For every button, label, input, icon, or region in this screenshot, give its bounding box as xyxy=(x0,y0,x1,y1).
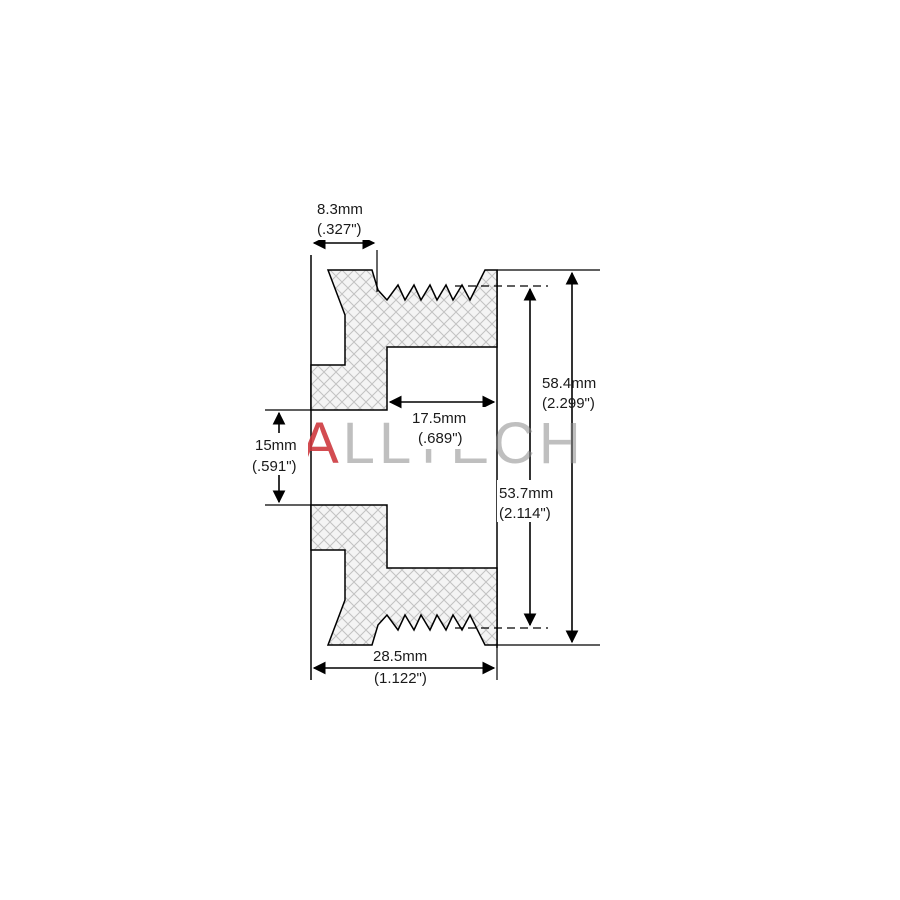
upper-section xyxy=(310,269,498,411)
groove-lines xyxy=(455,285,548,629)
extension-lines xyxy=(265,250,600,680)
bore-inch: (.591") xyxy=(252,458,297,475)
groove-diameter-mm: 53.7mm xyxy=(499,485,553,502)
hub-width-inch: (.327") xyxy=(317,221,362,238)
dimension-arrows xyxy=(272,236,579,675)
dimension-labels: 8.3mm (.327") 15mm (.591") 17.5mm (.689"… xyxy=(250,198,596,687)
outer-diameter-mm: 58.4mm xyxy=(542,375,596,392)
groove-diameter-inch: (2.114") xyxy=(499,505,551,522)
hub-depth-inch: (.689") xyxy=(418,430,463,447)
bore-mm: 15mm xyxy=(255,437,297,454)
hub-width-mm: 8.3mm xyxy=(317,201,363,218)
hub-depth-mm: 17.5mm xyxy=(412,410,466,427)
lower-section xyxy=(310,504,498,646)
overall-width-inch: (1.122") xyxy=(374,670,427,687)
overall-width-mm: 28.5mm xyxy=(373,648,427,665)
outer-diameter-inch: (2.299") xyxy=(542,395,595,412)
